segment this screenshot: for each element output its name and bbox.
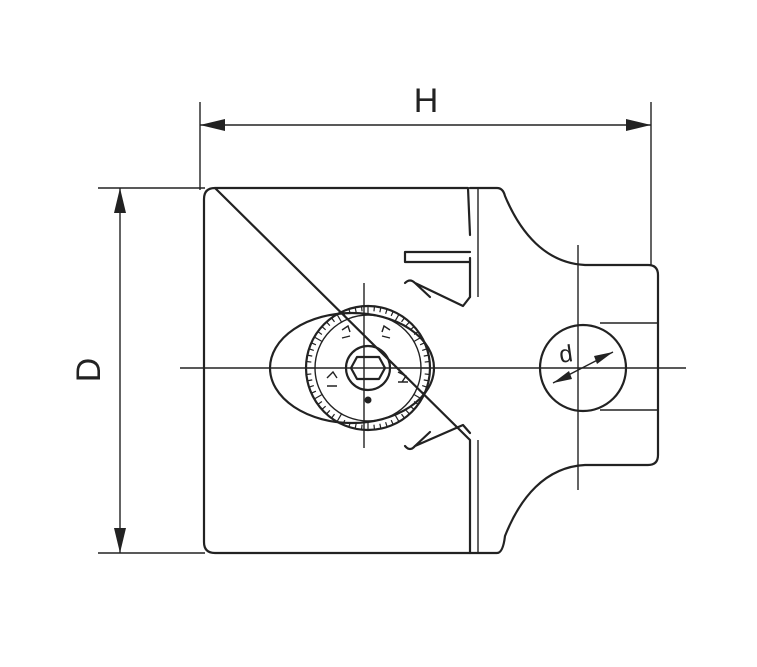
dial-tick [307, 354, 313, 357]
body-outline [202, 186, 660, 555]
top-slot [403, 250, 472, 264]
dial-tick [307, 379, 313, 382]
dial-tick [419, 390, 425, 394]
dial-tick [354, 423, 357, 429]
dial-tick [413, 401, 419, 405]
dial-tick [409, 405, 415, 410]
centre-lines [180, 245, 686, 490]
bore-label: d [557, 340, 574, 369]
dial-tick [423, 379, 429, 382]
dial-tick [308, 385, 314, 388]
diameter-label: D [70, 358, 108, 383]
dial-tick [393, 413, 400, 422]
bore-arrow-1 [553, 371, 572, 383]
dial-numerals [326, 324, 408, 387]
dial-tick [342, 311, 346, 317]
dial-tick [321, 405, 327, 410]
dial-tick [306, 360, 312, 363]
dial-tick [401, 317, 405, 323]
dial-tick [342, 419, 346, 425]
dial-tick [385, 422, 388, 428]
bore-arrow-2 [594, 352, 613, 364]
dial-tick [348, 308, 351, 314]
dial-tick [336, 314, 343, 323]
bore-step-lines [600, 322, 658, 411]
dial-tick [409, 326, 415, 331]
dovetail-top [403, 279, 472, 308]
arrow-right [626, 119, 651, 131]
dial-tick [308, 348, 314, 351]
dial-tick [326, 321, 331, 327]
dial-tick [317, 331, 323, 335]
dial-tick [424, 373, 430, 376]
dial-tick [401, 413, 405, 419]
dial-tick [390, 311, 394, 317]
dial-tick [393, 314, 400, 323]
arrow-left [200, 119, 225, 131]
dial-tick [360, 306, 363, 312]
dial-tick [422, 385, 428, 388]
height-label: H [414, 82, 439, 120]
dial-tick [379, 423, 382, 429]
dimension-d: D [70, 187, 205, 554]
dial-tick [405, 409, 410, 415]
dial-tick [385, 308, 388, 314]
dial-tick [413, 336, 422, 343]
dial-tick [354, 307, 357, 313]
dial-index-dot [364, 396, 372, 404]
dial-tick [314, 336, 323, 343]
dial-tick [413, 331, 419, 335]
dial-tick [321, 326, 327, 331]
dial-tick [390, 419, 394, 425]
dial-tick [331, 317, 335, 323]
dial-tick [379, 307, 382, 313]
dial-tick [306, 373, 312, 376]
arrow-top [114, 188, 126, 213]
dial-tick [423, 354, 429, 357]
dial-tick [373, 424, 376, 430]
dial-tick [413, 393, 422, 400]
dial-tick [373, 306, 376, 312]
dial-tick [314, 393, 323, 400]
dial-tick [336, 413, 343, 422]
dial-tick [422, 348, 428, 351]
dial-tick [419, 342, 425, 346]
shank-top-profile [468, 186, 660, 555]
dial-ticks [306, 306, 430, 430]
dial-tick [326, 409, 331, 415]
dimension-h: H [199, 82, 652, 265]
dial-tick [317, 401, 323, 405]
dial-tick [311, 342, 317, 346]
arrow-bottom [114, 528, 126, 553]
dial-tick [311, 390, 317, 394]
dial-tick [360, 424, 363, 430]
left-block [202, 186, 472, 555]
dial-tick [424, 360, 430, 363]
dial-tick [405, 321, 410, 327]
dovetail-bottom [403, 423, 472, 451]
dial-tick [331, 413, 335, 419]
dial-tick [348, 422, 351, 428]
